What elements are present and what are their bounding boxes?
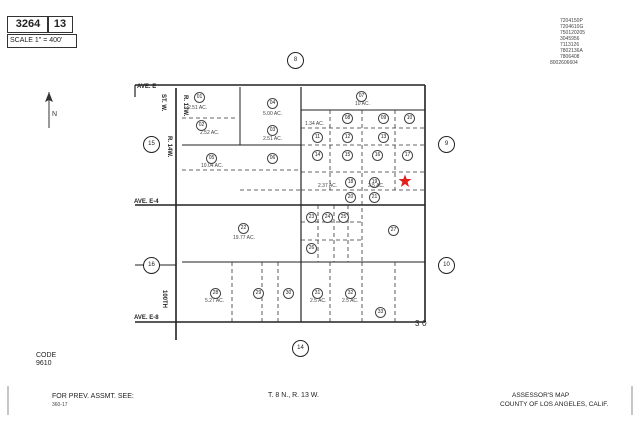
code-line: 7204150P: [560, 18, 583, 24]
parcel-number[interactable]: 08: [342, 113, 353, 124]
street-label-r14w: R. 14W.: [166, 136, 172, 158]
scale-label: SCALE 1" = 400': [7, 34, 77, 48]
parcel-number[interactable]: 10: [404, 113, 415, 124]
parcel-number[interactable]: 31: [312, 288, 323, 299]
parcel-number[interactable]: 28: [210, 288, 221, 299]
township-label: T. 8 N., R. 13 W.: [268, 392, 319, 399]
parcel-number[interactable]: 09: [378, 113, 389, 124]
code-line: 8002606604: [550, 60, 578, 66]
prev-assessment-label: FOR PREV. ASSMT. SEE:: [52, 393, 134, 400]
code-line: 7204610G: [560, 24, 584, 30]
location-star-icon[interactable]: [398, 174, 412, 188]
acreage-label: 2.52 AC.: [200, 130, 220, 136]
map-page-number: 13: [47, 16, 73, 33]
adjacent-page-left-top[interactable]: 15: [143, 136, 160, 153]
north-arrow-icon: N: [45, 92, 57, 128]
parcel-number[interactable]: 25: [338, 212, 349, 223]
acreage-label: 2.51 AC.: [263, 136, 283, 142]
code-value: 9610: [36, 360, 52, 367]
acreage-label: 2.51 AC.: [188, 105, 208, 111]
acreage-label: 5.00 AC.: [263, 111, 283, 117]
parcel-number[interactable]: 04: [267, 98, 278, 109]
adjacent-page-bottom[interactable]: 14: [292, 340, 309, 357]
adjacent-page-right-top[interactable]: 9: [438, 136, 455, 153]
acreage-label: 5.27 AC.: [205, 298, 225, 304]
code-line: 7802136A: [560, 48, 583, 54]
street-label-100th: 100TH: [161, 290, 167, 309]
code-line: 750120205: [560, 30, 586, 36]
parcel-number[interactable]: 15: [342, 150, 353, 161]
parcel-number[interactable]: 33: [375, 307, 386, 318]
street-label-ave-e4: AVE. E-4: [134, 199, 159, 205]
parcel-number[interactable]: 21: [369, 192, 380, 203]
parcel-number[interactable]: 30: [283, 288, 294, 299]
parcel-number[interactable]: 20: [345, 192, 356, 203]
street-label-ave-e: AVE. E: [137, 84, 157, 90]
code-line: 7113126: [560, 42, 580, 48]
parcel-number[interactable]: 02: [196, 120, 207, 131]
assessor-map-title: ASSESSOR'S MAP: [512, 392, 570, 399]
parcel-number[interactable]: 11: [312, 132, 323, 143]
parcel-number[interactable]: 22: [238, 223, 249, 234]
parcel-number[interactable]: 13: [378, 132, 389, 143]
parcel-number[interactable]: 32: [345, 288, 356, 299]
street-label-ave-e8: AVE. E-8: [134, 315, 159, 321]
acreage-label: 2.5 AC.: [368, 183, 385, 189]
parcel-number[interactable]: 23: [306, 212, 317, 223]
parcel-number[interactable]: 19: [369, 177, 380, 188]
parcel-number[interactable]: 01: [194, 92, 205, 103]
acreage-label: 2.5 AC.: [342, 298, 359, 304]
parcel-number[interactable]: 27: [388, 225, 399, 236]
parcel-number[interactable]: 29: [253, 288, 264, 299]
acreage-label: 2.37 AC.: [318, 183, 338, 189]
corner-marker: 3 0: [415, 319, 427, 328]
parcel-number[interactable]: 05: [206, 153, 217, 164]
adjacent-page-left-bottom[interactable]: 16: [143, 257, 160, 274]
acreage-label: 1.34 AC.: [305, 121, 325, 127]
parcel-number[interactable]: 12: [342, 132, 353, 143]
adjacent-page-right-bottom[interactable]: 10: [438, 257, 455, 274]
acreage-label: 10.04 AC.: [201, 163, 223, 169]
acreage-label: 10 AC.: [355, 101, 371, 107]
street-label-st-w: ST. W.: [160, 94, 166, 112]
parcel-number[interactable]: 14: [312, 150, 323, 161]
parcel-number[interactable]: 26: [306, 243, 317, 254]
reference-codes: 7204150P 7204610G 750120205 3045956 7113…: [550, 18, 630, 66]
parcel-number[interactable]: 06: [267, 153, 278, 164]
street-label-r13w: R. 13W.: [182, 95, 188, 117]
svg-text:N: N: [52, 111, 57, 118]
parcel-number[interactable]: 07: [356, 91, 367, 102]
code-line: 3045956: [560, 36, 580, 42]
map-book-number: 3264: [7, 16, 49, 33]
county-label: COUNTY OF LOS ANGELES, CALIF.: [500, 401, 609, 408]
acreage-label: 19.77 AC.: [233, 235, 255, 241]
prev-assessment-ref: 360-17: [52, 402, 68, 408]
parcel-number[interactable]: 18: [345, 177, 356, 188]
code-label: CODE: [36, 352, 57, 359]
adjacent-page-top[interactable]: 8: [287, 52, 304, 69]
parcel-number[interactable]: 03: [267, 125, 278, 136]
acreage-label: 2.5 AC.: [310, 298, 327, 304]
parcel-number[interactable]: 16: [372, 150, 383, 161]
parcel-number[interactable]: 17: [402, 150, 413, 161]
code-line: 7806408: [560, 54, 580, 60]
parcel-number[interactable]: 24: [322, 212, 333, 223]
